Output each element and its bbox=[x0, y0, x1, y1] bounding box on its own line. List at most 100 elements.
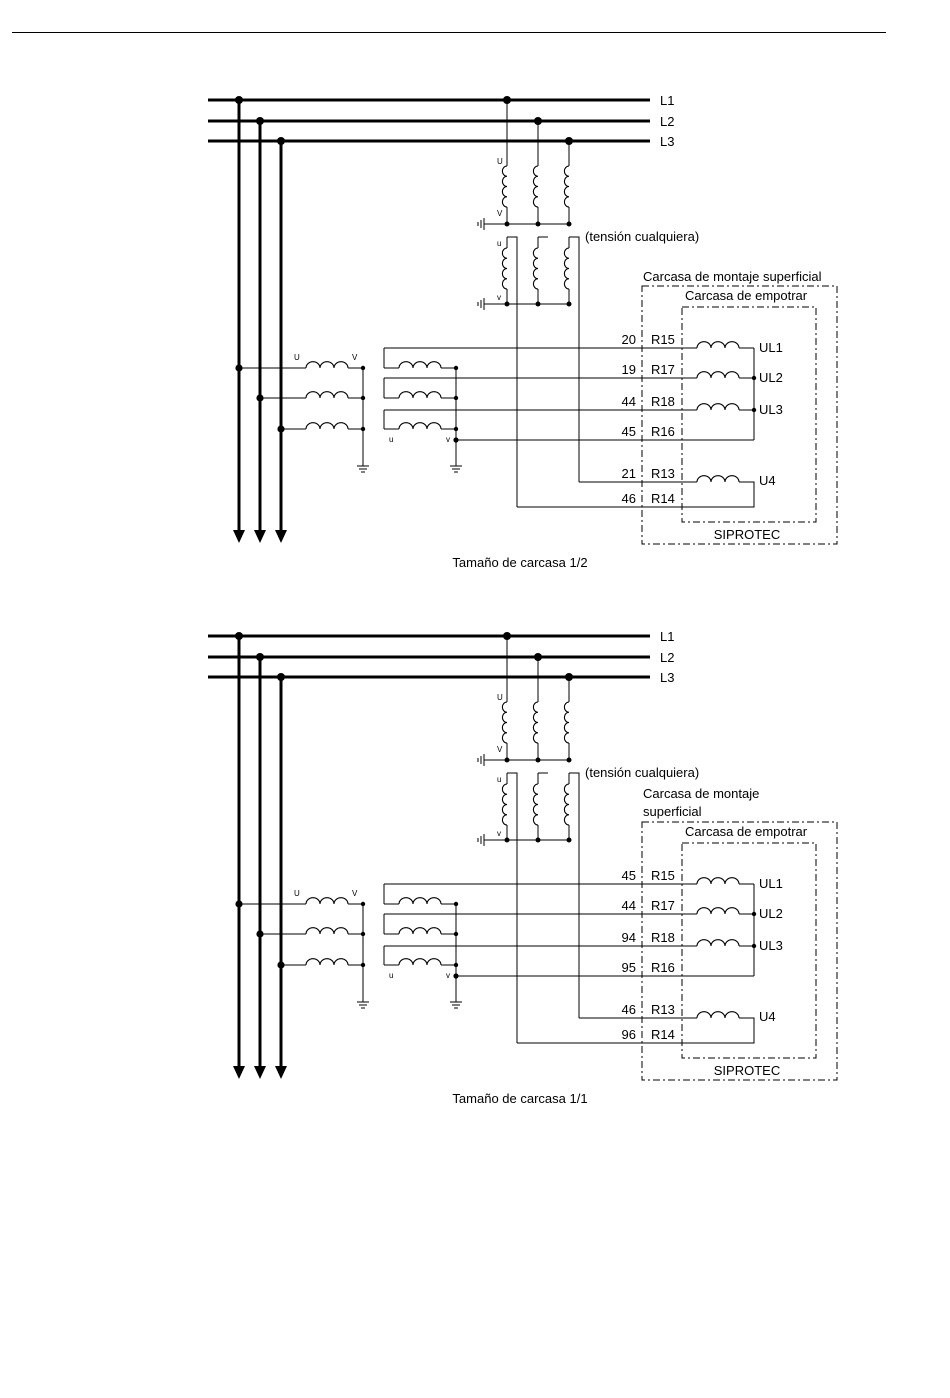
junction-dot bbox=[565, 137, 573, 145]
vt-primary-winding bbox=[532, 165, 539, 208]
junction-dot bbox=[503, 632, 511, 640]
vt-label-v: v bbox=[446, 971, 450, 980]
vt-label-v: V bbox=[497, 745, 503, 754]
flush-mount-housing-outline bbox=[681, 842, 817, 1059]
terminal-ref-r16: R16 bbox=[651, 424, 675, 439]
terminal-number: 44 bbox=[622, 898, 636, 913]
input-coil bbox=[696, 939, 740, 947]
input-coil bbox=[696, 371, 740, 379]
phase-conductor-arrow bbox=[254, 1066, 266, 1079]
terminal-number: 21 bbox=[622, 466, 636, 481]
phase-conductor-arrow bbox=[254, 530, 266, 543]
surface-housing-label: Carcasa de montaje bbox=[643, 786, 759, 801]
junction-dot bbox=[256, 653, 264, 661]
junction-dot bbox=[277, 673, 285, 681]
flush-housing-label: Carcasa de empotrar bbox=[685, 824, 808, 839]
input-label-ul2: UL2 bbox=[759, 370, 783, 385]
vt-label-v: v bbox=[497, 293, 501, 302]
terminal-ref-r14: R14 bbox=[651, 1027, 675, 1042]
vt-secondary-winding bbox=[398, 422, 442, 430]
vt-label-u: u bbox=[497, 239, 501, 248]
vt-primary-winding bbox=[305, 958, 349, 966]
terminal-number: 19 bbox=[622, 362, 636, 377]
device-label: SIPROTEC bbox=[714, 1063, 780, 1078]
vt-primary-winding bbox=[501, 165, 508, 208]
terminal-ref-r17: R17 bbox=[651, 898, 675, 913]
vt-primary-winding bbox=[563, 165, 570, 208]
vt-label-u: u bbox=[389, 435, 393, 444]
vt-label-u: U bbox=[294, 353, 300, 362]
vt-label-u: U bbox=[294, 889, 300, 898]
input-coil-u4 bbox=[696, 475, 740, 483]
junction-dot bbox=[235, 632, 243, 640]
terminal-ref-r17: R17 bbox=[651, 362, 675, 377]
vt-label-u: u bbox=[497, 775, 501, 784]
vt-label-u: U bbox=[497, 693, 503, 702]
input-label-u4: U4 bbox=[759, 473, 776, 488]
phase-conductor-arrow bbox=[275, 530, 287, 543]
vt-primary-winding bbox=[305, 422, 349, 430]
terminal-number: 95 bbox=[622, 960, 636, 975]
surface-housing-label: Carcasa de montaje superficial bbox=[643, 269, 822, 284]
vt-secondary-winding bbox=[501, 783, 508, 826]
junction-dot bbox=[751, 375, 757, 381]
phase-conductor-arrow bbox=[275, 1066, 287, 1079]
vt-secondary-winding bbox=[398, 391, 442, 399]
vt-secondary-winding bbox=[501, 247, 508, 290]
junction-dot bbox=[751, 911, 757, 917]
input-label-u4: U4 bbox=[759, 1009, 776, 1024]
surface-mount-housing-outline bbox=[641, 821, 838, 1081]
input-coil bbox=[696, 907, 740, 915]
vt-secondary-winding bbox=[532, 783, 539, 826]
terminal-ref-r16: R16 bbox=[651, 960, 675, 975]
input-coil bbox=[696, 403, 740, 411]
vt-secondary-winding bbox=[563, 247, 570, 290]
vt-primary-winding bbox=[563, 701, 570, 744]
junction-dot bbox=[751, 943, 757, 949]
bus-label-l3: L3 bbox=[660, 670, 674, 685]
diagram-caption: Tamaño de carcasa 1/2 bbox=[452, 555, 587, 570]
junction-dot bbox=[534, 117, 542, 125]
vt-secondary-winding bbox=[398, 361, 442, 369]
vt-secondary-winding bbox=[398, 958, 442, 966]
junction-dot bbox=[235, 364, 243, 372]
vt-label-v: V bbox=[497, 209, 503, 218]
terminal-ref-r13: R13 bbox=[651, 1002, 675, 1017]
junction-dot bbox=[256, 930, 264, 938]
bus-label-l1: L1 bbox=[660, 93, 674, 108]
vt-label-v: v bbox=[446, 435, 450, 444]
bus-label-l2: L2 bbox=[660, 114, 674, 129]
terminal-number: 46 bbox=[622, 491, 636, 506]
terminal-ref-r14: R14 bbox=[651, 491, 675, 506]
wire-to-r14 bbox=[507, 236, 518, 507]
vt-primary-winding bbox=[305, 897, 349, 905]
vt-label-v: V bbox=[352, 889, 358, 898]
flush-mount-housing-outline bbox=[681, 306, 817, 523]
bus-label-l2: L2 bbox=[660, 650, 674, 665]
vt-secondary-winding bbox=[398, 927, 442, 935]
wire-to-r14 bbox=[507, 772, 518, 1043]
input-label-ul1: UL1 bbox=[759, 876, 783, 891]
vt-primary-winding bbox=[532, 701, 539, 744]
terminal-ref-r15: R15 bbox=[651, 332, 675, 347]
wire-to-r13 bbox=[569, 236, 580, 482]
junction-dot bbox=[565, 673, 573, 681]
junction-dot bbox=[751, 407, 757, 413]
page-header-rule bbox=[12, 32, 886, 33]
input-coil bbox=[696, 877, 740, 885]
terminal-number: 44 bbox=[622, 394, 636, 409]
phase-conductor-arrow bbox=[233, 530, 245, 543]
note-any-voltage: (tensión cualquiera) bbox=[585, 765, 699, 780]
junction-dot bbox=[277, 961, 285, 969]
bus-label-l3: L3 bbox=[660, 134, 674, 149]
terminal-ref-r18: R18 bbox=[651, 930, 675, 945]
surface-housing-label: superficial bbox=[643, 804, 702, 819]
bus-label-l1: L1 bbox=[660, 629, 674, 644]
vt-secondary-winding bbox=[532, 247, 539, 290]
terminal-ref-r18: R18 bbox=[651, 394, 675, 409]
terminal-number: 96 bbox=[622, 1027, 636, 1042]
vt-secondary-winding bbox=[398, 897, 442, 905]
wire-to-r13 bbox=[569, 772, 580, 1018]
